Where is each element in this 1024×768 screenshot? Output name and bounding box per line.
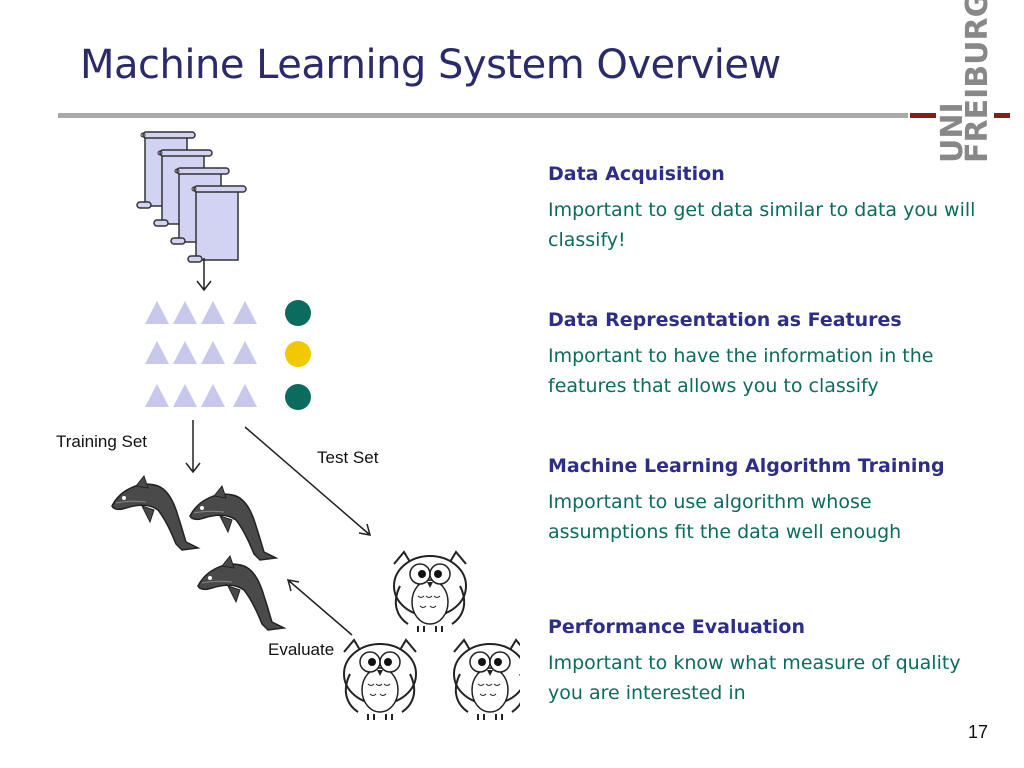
logo-accent-bar-right bbox=[994, 113, 1010, 118]
feature-triangle bbox=[233, 341, 257, 364]
class-label-dot bbox=[285, 341, 311, 367]
section-data-representation: Data Representation as Features Importan… bbox=[548, 309, 988, 401]
data-scroll-icon bbox=[187, 185, 247, 263]
title-divider bbox=[58, 113, 908, 118]
section-body: Important to have the information in the… bbox=[548, 345, 934, 397]
slide-title: Machine Learning System Overview bbox=[80, 42, 781, 88]
dolphin-icon bbox=[197, 555, 285, 631]
section-performance-evaluation: Performance Evaluation Important to know… bbox=[548, 616, 988, 708]
logo-accent-bar-left bbox=[910, 113, 936, 118]
class-label-dot bbox=[285, 384, 311, 410]
feature-triangle bbox=[201, 341, 225, 364]
ml-pipeline-diagram: Training Set Test Set Evaluate bbox=[40, 120, 520, 760]
feature-triangle bbox=[145, 341, 169, 364]
feature-triangle bbox=[173, 384, 197, 407]
arrow-training-icon bbox=[185, 420, 201, 474]
feature-triangle bbox=[173, 301, 197, 324]
section-data-acquisition: Data Acquisition Important to get data s… bbox=[548, 163, 988, 255]
logo-text-uni: UNI bbox=[935, 102, 970, 163]
section-algorithm-training: Machine Learning Algorithm Training Impo… bbox=[548, 455, 988, 547]
university-logo: FREIBURG UNI bbox=[905, 0, 1015, 178]
section-heading: Data Acquisition bbox=[548, 163, 725, 185]
section-heading: Data Representation as Features bbox=[548, 309, 902, 331]
owl-icon bbox=[393, 551, 467, 633]
dolphin-icon bbox=[189, 485, 277, 561]
feature-triangle bbox=[233, 384, 257, 407]
section-body: Important to know what measure of qualit… bbox=[548, 652, 961, 704]
class-label-dot bbox=[285, 300, 311, 326]
arrow-down-icon bbox=[196, 258, 212, 292]
training-set-label: Training Set bbox=[56, 432, 148, 451]
feature-triangle bbox=[145, 384, 169, 407]
arrow-test-icon bbox=[244, 426, 372, 536]
section-body: Important to get data similar to data yo… bbox=[548, 199, 976, 251]
arrow-evaluate-icon bbox=[286, 579, 353, 636]
feature-triangle bbox=[201, 301, 225, 324]
feature-triangles bbox=[145, 301, 257, 407]
page-number: 17 bbox=[967, 722, 988, 742]
dolphin-icon bbox=[111, 475, 199, 551]
section-body: Important to use algorithm whose assumpt… bbox=[548, 491, 902, 543]
test-set-label: Test Set bbox=[317, 448, 379, 467]
feature-triangle bbox=[145, 301, 169, 324]
owl-icon bbox=[453, 639, 520, 721]
data-scroll-stack bbox=[136, 131, 247, 263]
feature-triangle bbox=[173, 341, 197, 364]
feature-triangle bbox=[233, 301, 257, 324]
section-heading: Performance Evaluation bbox=[548, 616, 806, 638]
owl-icon bbox=[343, 639, 417, 721]
evaluate-label: Evaluate bbox=[268, 640, 335, 659]
section-heading: Machine Learning Algorithm Training bbox=[548, 455, 945, 477]
feature-triangle bbox=[201, 384, 225, 407]
